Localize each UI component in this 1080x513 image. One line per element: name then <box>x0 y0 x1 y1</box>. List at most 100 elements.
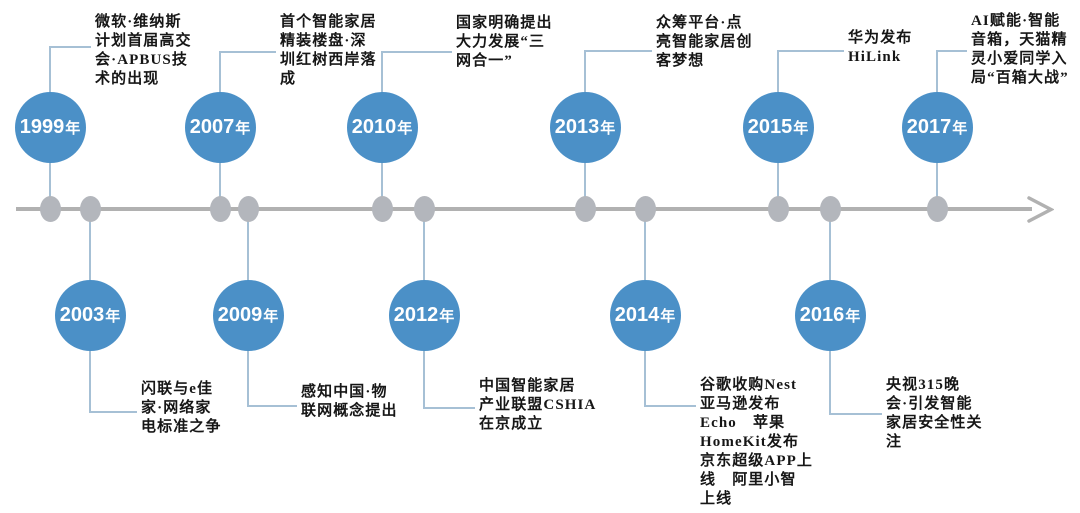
event-text-2012: 中国智能家居产业联盟CSHIA 在京成立 <box>479 377 596 434</box>
event-text-line: 会·APBUS技 <box>95 52 188 68</box>
timeline-dot <box>575 196 596 222</box>
year-suffix: 年 <box>845 307 861 325</box>
text-connector-vline <box>829 348 831 415</box>
text-connector-hline <box>220 51 276 53</box>
event-text-line: HomeKit发布 <box>700 434 800 450</box>
event-text-line: 客梦想 <box>656 53 705 69</box>
year-node-2016: 2016 年 <box>794 279 866 351</box>
text-connector-vline <box>584 50 586 94</box>
year-label: 2016 <box>799 303 845 326</box>
year-label: 2014 <box>614 303 660 326</box>
event-text-line: 华为发布 <box>848 30 913 46</box>
event-text-line: 谷歌收购Nest <box>700 377 798 393</box>
timeline-dot <box>414 196 435 222</box>
year-label: 2010 <box>351 115 397 138</box>
timeline-dot <box>80 196 101 222</box>
year-node-2012: 2012 年 <box>388 279 460 351</box>
year-suffix: 年 <box>397 119 413 137</box>
text-connector-vline <box>644 348 646 407</box>
year-label: 1999 <box>19 115 65 138</box>
event-text-line: 亮智能家居创 <box>656 34 753 50</box>
year-node-2014: 2014 年 <box>609 279 681 351</box>
event-text-line: 亚马逊发布 <box>700 396 781 412</box>
timeline-dot <box>238 196 259 222</box>
year-label: 2009 <box>217 303 263 326</box>
year-suffix: 年 <box>235 119 251 137</box>
event-text-line: 央视315晚 <box>886 377 961 393</box>
event-text-line: AI赋能·智能 <box>971 13 1061 29</box>
node-axis-stem-line <box>381 160 383 209</box>
text-connector-hline <box>90 411 137 413</box>
event-text-line: 联网概念提出 <box>301 403 398 419</box>
event-text-line: 微软·维纳斯 <box>95 14 182 30</box>
event-text-2014: 谷歌收购Nest 亚马逊发布 Echo 苹果 HomeKit发布京东超级APP上线 阿… <box>700 376 813 509</box>
event-text-line: 家居安全性关 <box>886 415 983 431</box>
event-text-line: 在京成立 <box>479 416 544 432</box>
text-connector-hline <box>50 46 91 48</box>
event-text-line: 局“百箱大战” <box>971 70 1069 86</box>
timeline-dot <box>372 196 393 222</box>
text-connector-vline <box>381 51 383 94</box>
year-suffix: 年 <box>952 119 968 137</box>
event-text-line: 计划首届高交 <box>95 33 192 49</box>
event-text-line: 成 <box>280 71 297 87</box>
event-text-line: 感知中国·物 <box>301 384 388 400</box>
year-suffix: 年 <box>600 119 616 137</box>
event-text-line: 圳红树西岸落 <box>280 52 377 68</box>
year-label: 2013 <box>554 115 600 138</box>
node-axis-stem-line <box>936 160 938 209</box>
event-text-line: 国家明确提出 <box>456 15 553 31</box>
text-connector-vline <box>219 51 221 94</box>
timeline-axis-line <box>16 207 1032 211</box>
event-text-line: 线 阿里小智 <box>700 472 797 488</box>
node-axis-stem-line <box>777 160 779 209</box>
year-label: 2003 <box>59 303 105 326</box>
year-suffix: 年 <box>263 307 279 325</box>
right-arrow-icon <box>1027 196 1054 223</box>
event-text-line: 注 <box>886 434 903 450</box>
text-connector-hline <box>830 413 882 415</box>
node-axis-stem-line <box>584 160 586 209</box>
text-connector-hline <box>585 50 652 52</box>
node-axis-stem-line <box>644 209 646 282</box>
event-text-line: Echo 苹果 <box>700 415 786 431</box>
text-connector-vline <box>777 50 779 94</box>
event-text-line: 产业联盟CSHIA <box>479 397 597 413</box>
event-text-line: 术的出现 <box>95 71 160 87</box>
year-node-1999: 1999 年 <box>14 91 86 163</box>
year-node-2007: 2007 年 <box>184 91 256 163</box>
event-text-line: 网合一” <box>456 53 513 69</box>
year-node-2010: 2010 年 <box>346 91 418 163</box>
text-connector-vline <box>49 46 51 94</box>
event-text-line: 会·引发智能 <box>886 396 973 412</box>
text-connector-vline <box>423 348 425 409</box>
node-axis-stem-line <box>247 209 249 282</box>
year-node-2013: 2013 年 <box>549 91 621 163</box>
event-text-line: 大力发展“三 <box>456 34 546 50</box>
text-connector-hline <box>382 51 452 53</box>
text-connector-vline <box>89 348 91 413</box>
year-suffix: 年 <box>439 307 455 325</box>
event-text-2013: 众筹平台·点亮智能家居创客梦想 <box>656 14 753 71</box>
event-text-2007: 首个智能家居精装楼盘·深圳红树西岸落成 <box>280 13 377 89</box>
event-text-line: 音箱，天猫精 <box>971 32 1068 48</box>
text-connector-hline <box>645 405 696 407</box>
year-node-2017: 2017 年 <box>901 91 973 163</box>
year-node-2003: 2003 年 <box>54 279 126 351</box>
year-label: 2017 <box>906 115 952 138</box>
timeline-dot <box>210 196 231 222</box>
node-axis-stem-line <box>829 209 831 282</box>
year-suffix: 年 <box>105 307 121 325</box>
event-text-line: 中国智能家居 <box>479 378 576 394</box>
text-connector-hline <box>937 50 967 52</box>
event-text-2010: 国家明确提出大力发展“三网合一” <box>456 14 553 71</box>
event-text-line: 上线 <box>700 491 733 507</box>
timeline-dot <box>927 196 948 222</box>
event-text-line: 家·网络家 <box>141 400 212 416</box>
event-text-2009: 感知中国·物联网概念提出 <box>301 383 398 421</box>
event-text-line: 京东超级APP上 <box>700 453 813 469</box>
year-suffix: 年 <box>65 119 81 137</box>
year-node-2009: 2009 年 <box>212 279 284 351</box>
event-text-line: 精装楼盘·深 <box>280 33 367 49</box>
